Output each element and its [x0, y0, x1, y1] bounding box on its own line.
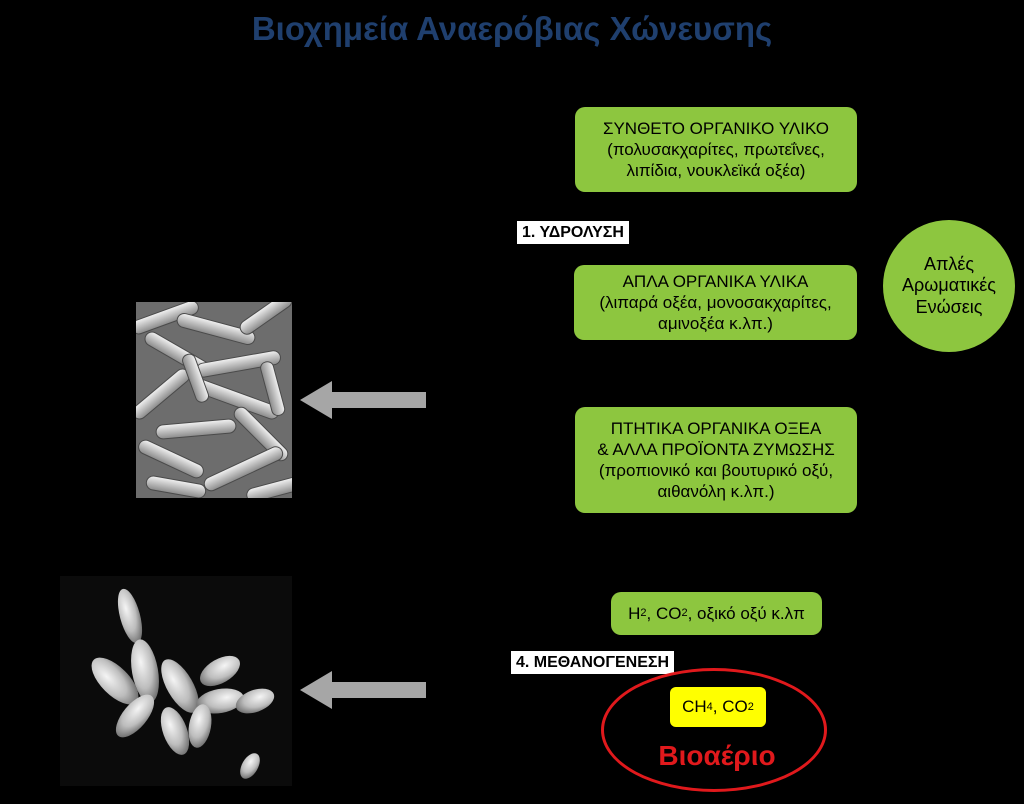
complex-organic-box: ΣΥΝΘΕΤΟ ΟΡΓΑΝΙΚΟ ΥΛΙΚΟ (πολυσακχαρίτες, … [575, 107, 857, 192]
simple-line-3: αμινοξέα κ.λπ.) [658, 314, 773, 334]
volatile-acids-box: ΠΤΗΤΙΚΑ ΟΡΓΑΝΙΚΑ ΟΞΕΑ & ΑΛΛΑ ΠΡΟΪΟΝΤΑ ΖΥ… [575, 407, 857, 513]
h2-sub: 2 [640, 606, 647, 619]
hydrolysis-label: 1. ΥΔΡΟΛΥΣΗ [517, 221, 629, 245]
volatile-line-3: (προπιονικό και βουτυρικό οξύ, [598, 461, 834, 480]
h2-rest: , οξικό οξύ κ.λπ [687, 603, 805, 623]
simple-line-1: ΑΠΛΑ ΟΡΓΑΝΙΚΑ ΥΛΙΚΑ [622, 271, 809, 291]
circle-line-2: Αρωματικές [902, 275, 996, 296]
circle-line-1: Απλές [923, 253, 975, 274]
ch4-co: , CO [712, 697, 748, 716]
ch4-co2-sub: 2 [747, 701, 754, 713]
methanogens-illustration [60, 576, 292, 786]
methanogenesis-label: 4. ΜΕΘΑΝΟΓΕΝΕΣΗ [511, 651, 675, 675]
complex-line-3: λιπίδια, νουκλεϊκά οξέα) [626, 161, 806, 181]
page-title: Βιοχημεία Αναερόβιας Χώνευσης [251, 10, 773, 47]
h2-co: , CO [646, 603, 682, 623]
ch4-ch: CH [682, 697, 707, 716]
circle-line-3: Ενώσεις [915, 296, 983, 317]
rods-illustration [136, 302, 292, 498]
biogas-oval [601, 668, 827, 792]
volatile-line-1: ΠΤΗΤΙΚΑ ΟΡΓΑΝΙΚΑ ΟΞΕΑ [610, 418, 822, 438]
bacteria-micrograph-rods [136, 302, 292, 498]
methanogen-micrograph [60, 576, 292, 786]
co2-sub: 2 [681, 606, 688, 619]
simple-line-2: (λιπαρά οξέα, μονοσακχαρίτες, [599, 292, 832, 312]
h2-h: H [628, 603, 641, 623]
ch4-sub: 4 [706, 701, 713, 713]
arrow-left-icon-2 [300, 671, 426, 709]
complex-line-1: ΣΥΝΘΕΤΟ ΟΡΓΑΝΙΚΟ ΥΛΙΚΟ [602, 118, 830, 138]
volatile-line-2: & ΑΛΛΑ ΠΡΟΪΟΝΤΑ ΖΥΜΩΣΗΣ [597, 439, 835, 459]
arrow-left-icon [300, 381, 426, 419]
aromatic-compounds-circle: Απλές Αρωματικές Ενώσεις [883, 220, 1015, 352]
biogas-label: Βιοαέριο [658, 740, 776, 771]
volatile-line-4: αιθανόλη κ.λπ.) [657, 482, 775, 502]
simple-organic-box: ΑΠΛΑ ΟΡΓΑΝΙΚΑ ΥΛΙΚΑ (λιπαρά οξέα, μονοσα… [574, 265, 857, 340]
complex-line-2: (πολυσακχαρίτες, πρωτεΐνες, [607, 139, 825, 159]
